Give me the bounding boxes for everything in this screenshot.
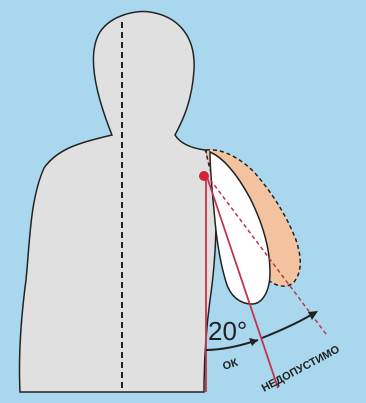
angle-label: 20°	[208, 316, 247, 346]
shoulder-pivot-dot	[199, 171, 209, 181]
